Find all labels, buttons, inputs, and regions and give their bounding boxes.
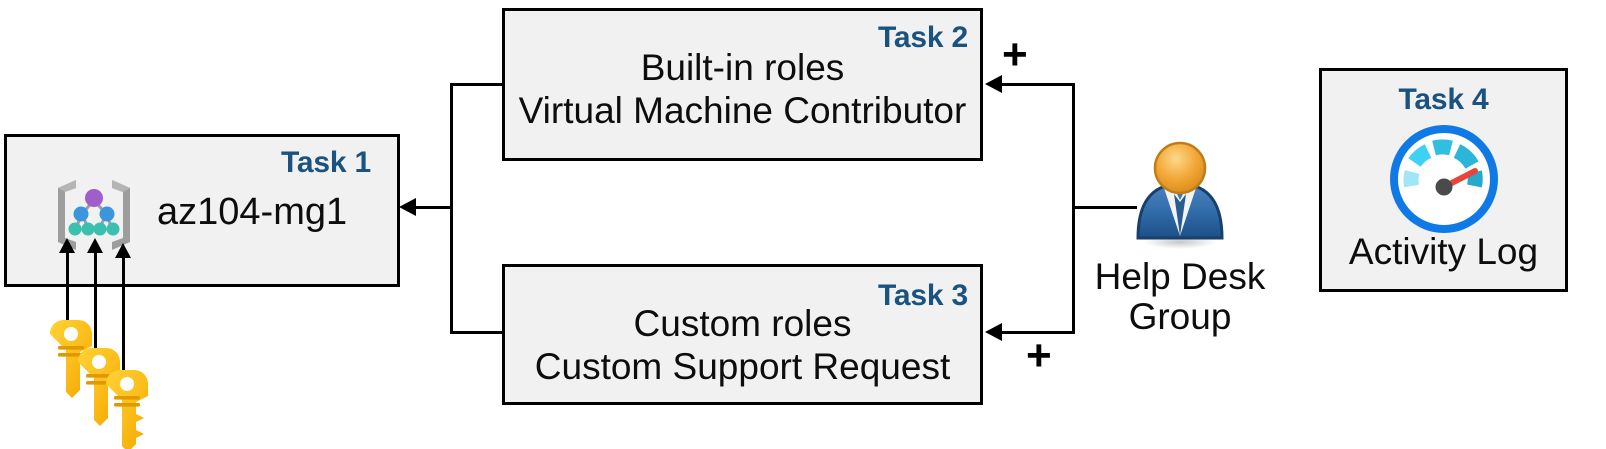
task3-box[interactable]: Task 3 Custom roles Custom Support Reque… — [502, 264, 983, 405]
arrowhead-to-task3 — [985, 323, 1002, 341]
task2-line2: Virtual Machine Contributor — [518, 90, 967, 131]
task2-line1: Built-in roles — [640, 47, 845, 88]
key-arrowhead-3 — [115, 243, 131, 258]
connector-junction-to-task1 — [415, 206, 453, 209]
key-arrowhead-2 — [87, 238, 103, 253]
task3-line1: Custom roles — [633, 303, 852, 344]
task3-label: Task 3 — [878, 279, 968, 312]
connector-task2-to-junction — [450, 83, 504, 86]
help-desk-group-label: Help Desk Group — [1085, 257, 1275, 337]
task4-label: Task 4 — [1398, 83, 1489, 116]
key-arrow-line-3 — [122, 248, 125, 388]
task1-management-group-name: az104-mg1 — [157, 191, 348, 233]
task4-box[interactable]: Task 4 Activity Log — [1319, 68, 1568, 292]
help-desk-group-line2: Group — [1128, 295, 1232, 337]
user-group-icon — [1124, 141, 1236, 254]
task3-line2: Custom Support Request — [534, 346, 951, 387]
key-arrow-line-2 — [94, 243, 97, 367]
connector-to-task2 — [1002, 83, 1075, 86]
task2-label: Task 2 — [878, 21, 968, 54]
plus-sign-task2: + — [1002, 30, 1028, 79]
arrowhead-to-task1 — [399, 198, 416, 216]
connector-helpdesk-stub — [1072, 206, 1137, 209]
key-arrowhead-1 — [59, 238, 75, 253]
plus-sign-task3: + — [1026, 331, 1052, 380]
help-desk-group[interactable]: Help Desk Group — [1085, 138, 1275, 337]
gauge-icon — [1389, 124, 1499, 239]
connector-task3-to-junction — [450, 331, 504, 334]
key-arrow-line-1 — [66, 243, 69, 353]
management-group-icon — [52, 176, 136, 261]
task1-label: Task 1 — [281, 146, 371, 179]
connector-to-task3 — [1002, 331, 1075, 334]
keys-icon — [36, 312, 166, 449]
task4-caption: Activity Log — [1348, 231, 1539, 272]
task1-box[interactable]: Task 1 az104-mg1 — [4, 134, 400, 287]
help-desk-group-line1: Help Desk — [1094, 256, 1266, 297]
arrowhead-to-task2 — [985, 75, 1002, 93]
task2-box[interactable]: Task 2 Built-in roles Virtual Machine Co… — [502, 8, 983, 161]
